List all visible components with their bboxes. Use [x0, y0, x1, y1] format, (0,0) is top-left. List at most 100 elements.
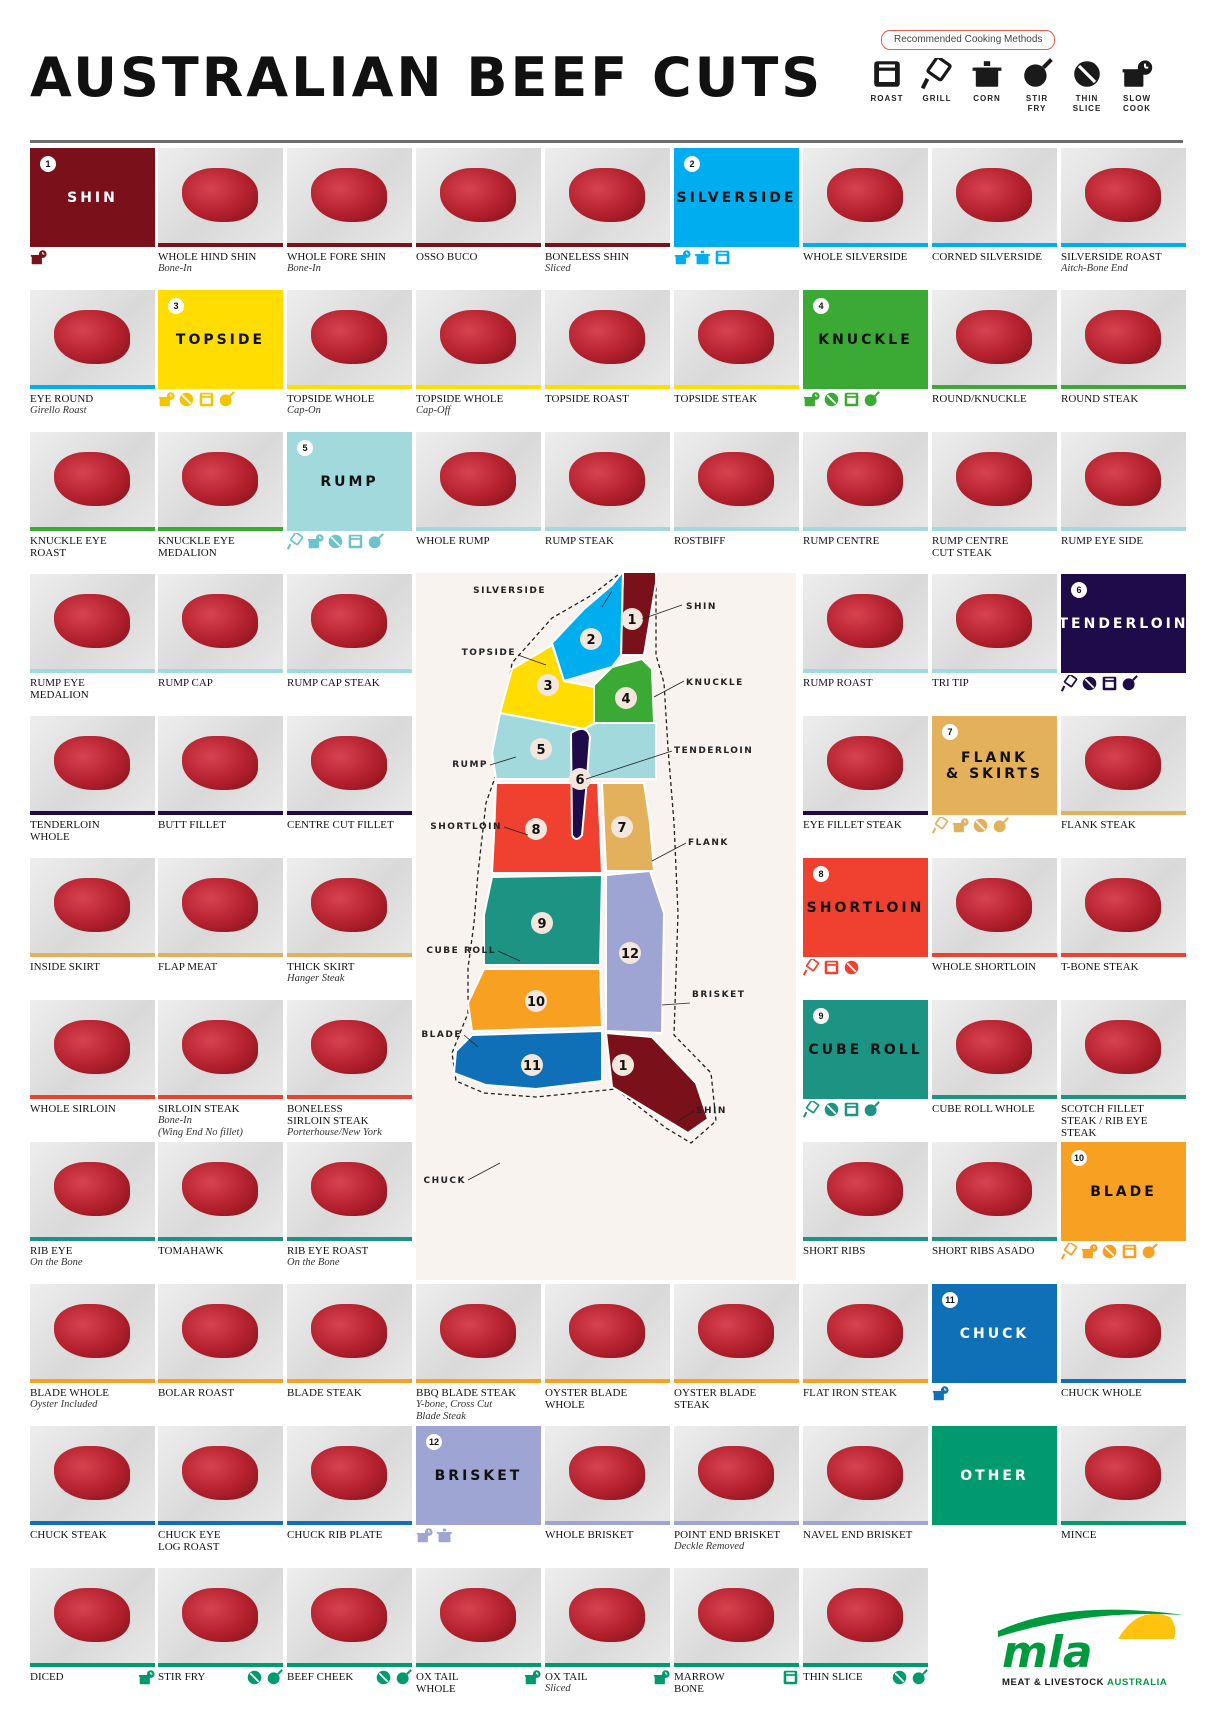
logo-sun — [1118, 1613, 1176, 1639]
section-color-bar — [1061, 385, 1186, 389]
meat-image — [54, 1304, 130, 1358]
cooking-icons — [803, 391, 880, 408]
meat-image — [569, 1446, 645, 1500]
cut-card: BLADE STEAK — [287, 1284, 412, 1416]
diagram-label-topside: TOPSIDE — [462, 648, 516, 658]
meat-image — [182, 594, 258, 648]
cut-photo — [30, 290, 155, 385]
cut-name: INSIDE SKIRT — [30, 961, 100, 973]
meat-image — [956, 1162, 1032, 1216]
cut-photo — [545, 1568, 670, 1663]
section-color-bar — [803, 243, 928, 247]
region-number: 10 — [527, 995, 545, 1010]
legend-label: GRILL — [922, 94, 952, 103]
cut-photo — [1061, 290, 1186, 385]
thin-slice-icon — [327, 533, 344, 550]
cut-card: NAVEL END BRISKET — [803, 1426, 928, 1558]
cut-subtitle: Hanger Steak — [287, 973, 345, 984]
section-color-bar — [932, 385, 1057, 389]
section-color-bar — [287, 1663, 412, 1667]
cut-name: BONELESS SIRLOIN STEAK — [287, 1103, 369, 1127]
cut-subtitle: On the Bone — [30, 1257, 83, 1268]
cut-card: INSIDE SKIRT — [30, 858, 155, 990]
cut-photo — [545, 1426, 670, 1521]
section-color-bar — [30, 953, 155, 957]
section-name: OTHER — [960, 1467, 1029, 1484]
meat-image — [311, 1588, 387, 1642]
section-color-bar — [545, 527, 670, 531]
cooking-icons — [802, 1099, 880, 1118]
cut-subtitle: Oyster Included — [30, 1399, 98, 1410]
cut-photo — [416, 1284, 541, 1379]
leader-line — [677, 1110, 695, 1122]
logo-wordmark: mla — [1002, 1627, 1093, 1678]
cut-name: CUBE ROLL WHOLE — [932, 1103, 1035, 1115]
leader-line — [463, 1034, 479, 1048]
section-color-bar — [30, 669, 155, 673]
meat-image — [569, 168, 645, 222]
legend-thinslice: THIN SLICE — [1059, 58, 1115, 114]
cut-photo — [287, 858, 412, 953]
section-number: 5 — [297, 440, 313, 456]
section-color-bar — [674, 1521, 799, 1525]
cut-card: WHOLE SILVERSIDE — [803, 148, 928, 280]
roast-icon — [782, 1669, 799, 1686]
cut-card: SHORT RIBS — [803, 1142, 928, 1274]
section-color-bar — [803, 1663, 928, 1667]
cut-card: BEEF CHEEK — [287, 1568, 412, 1700]
cut-name: FLAT IRON STEAK — [803, 1387, 897, 1399]
leader-line — [467, 1162, 501, 1181]
cut-photo — [158, 1568, 283, 1663]
logo-tagline-b: AUSTRALIA — [1107, 1677, 1167, 1688]
cut-name: OSSO BUCO — [416, 251, 478, 263]
stir-fry-icon — [1121, 675, 1138, 692]
cut-name: BUTT FILLET — [158, 819, 226, 831]
meat-image — [311, 1304, 387, 1358]
cut-card: WHOLE RUMP — [416, 432, 541, 564]
meat-image — [440, 310, 516, 364]
cut-card: FLAP MEAT — [158, 858, 283, 990]
cut-card: THIN SLICE — [803, 1568, 928, 1700]
cut-name: TENDERLOIN WHOLE — [30, 819, 100, 843]
cut-card: ROSTBIFF — [674, 432, 799, 564]
cooking-icons — [1060, 1241, 1158, 1260]
cut-photo — [1061, 1000, 1186, 1095]
stir-fry-icon — [395, 1669, 412, 1686]
meat-image — [956, 452, 1032, 506]
slow-cook-icon — [653, 1669, 670, 1686]
region-number: 1 — [627, 613, 636, 628]
cut-photo — [803, 1284, 928, 1379]
meat-image — [440, 452, 516, 506]
meat-image — [311, 1020, 387, 1074]
cut-photo — [158, 1000, 283, 1095]
cut-photo — [287, 1568, 412, 1663]
diagram-label-brisket: BRISKET — [692, 990, 745, 1000]
meat-image — [1085, 1020, 1161, 1074]
section-number: 6 — [1071, 582, 1087, 598]
meat-image — [1085, 168, 1161, 222]
cooking-icons — [674, 249, 731, 266]
section-color-bar — [1061, 1379, 1186, 1383]
cut-photo — [545, 148, 670, 243]
cut-card: MINCE — [1061, 1426, 1186, 1558]
cooking-icons — [932, 1385, 949, 1402]
cut-photo — [158, 716, 283, 811]
cut-photo — [803, 1426, 928, 1521]
cut-photo — [932, 148, 1057, 243]
section-color-bar — [803, 669, 928, 673]
section-color-bar — [158, 243, 283, 247]
section-color-bar — [287, 385, 412, 389]
cut-card: TENDERLOIN WHOLE — [30, 716, 155, 848]
stir-fry-icon — [863, 1101, 880, 1118]
cut-photo — [287, 1142, 412, 1237]
roast-icon — [1121, 1243, 1138, 1260]
